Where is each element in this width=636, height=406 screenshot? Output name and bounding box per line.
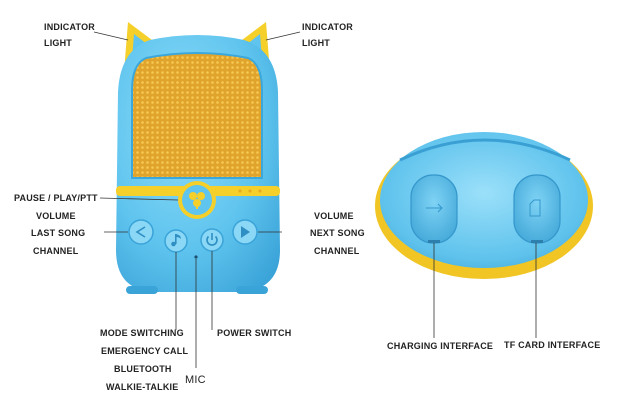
speaker-grille [131, 52, 263, 179]
indicator-light-right-label: INDICATOR LIGHT [302, 22, 353, 49]
volume-left-label: VOLUME [36, 211, 76, 221]
mic-hole [194, 255, 198, 259]
card-icon [529, 199, 541, 217]
power-switch-label: POWER SWITCH [217, 328, 292, 338]
band-dot-3 [258, 189, 262, 193]
indicator-light-left-label: INDICATOR LIGHT [44, 22, 95, 49]
last-song-label: LAST SONG [31, 228, 86, 238]
indicator-left-line-2: LIGHT [44, 38, 72, 48]
tf-card-port-cover [513, 174, 561, 244]
power-icon [206, 233, 218, 246]
indicator-left-line-1: INDICATOR [44, 22, 95, 32]
band-dot-2 [248, 189, 252, 193]
pause-play-label: PAUSE / PLAY/PTT [14, 193, 98, 203]
channel-left-label: CHANNEL [33, 246, 79, 256]
indicator-right-line-2: LIGHT [302, 38, 330, 48]
usb-icon [426, 203, 443, 213]
mic-label: MIC [185, 374, 206, 386]
bottom-top-edge [399, 138, 571, 162]
indicator-right-line-1: INDICATOR [302, 22, 353, 32]
charging-interface-label: CHARGING INTERFACE [387, 341, 494, 351]
clover-icon [189, 192, 205, 209]
speaker-front [116, 22, 280, 294]
volume-right-label: VOLUME [314, 211, 354, 221]
previous-icon [135, 226, 146, 238]
walkie-talkie-label: WALKIE-TALKIE [106, 382, 179, 392]
speaker-bottom-view [375, 132, 593, 279]
next-song-label: NEXT SONG [310, 228, 365, 238]
channel-right-label: CHANNEL [314, 246, 360, 256]
emergency-call-label: EMERGENCY CALL [101, 346, 189, 356]
tf-card-interface-label: TF CARD INTERFACE [504, 340, 601, 350]
foot-left [126, 286, 158, 294]
foot-right [236, 286, 268, 294]
charging-port-cover [410, 174, 458, 244]
next-icon [241, 226, 250, 238]
bluetooth-label: BLUETOOTH [114, 364, 172, 374]
mode-switching-label: MODE SWITCHING [100, 328, 184, 338]
leader-lines [93, 31, 537, 368]
music-note-icon [171, 234, 181, 247]
last-song-button[interactable] [128, 219, 154, 245]
band-dot-1 [238, 189, 242, 193]
